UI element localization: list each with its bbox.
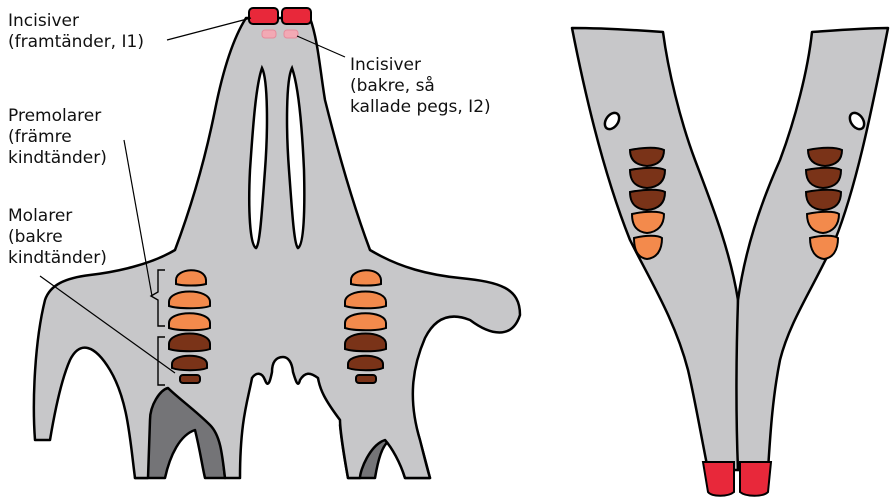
lower-incisor [703, 462, 734, 496]
upper-premolar [345, 292, 386, 309]
lower-incisor [740, 462, 771, 496]
upper-incisor-i2-right [284, 30, 298, 38]
upper-incisor-i2-left [262, 30, 276, 38]
lower-molar [630, 148, 664, 166]
upper-molar [172, 356, 207, 371]
upper-molar [345, 334, 386, 352]
label-premolars: Premolarer (främre kindtänder) [8, 106, 107, 169]
upper-molar [348, 356, 383, 371]
upper-premolar [176, 270, 206, 285]
upper-molar [169, 334, 210, 352]
lower-jaw [572, 28, 888, 496]
label-molars: Molarer (bakre kindtänder) [8, 206, 107, 269]
lower-molar [808, 148, 842, 166]
upper-incisor-i1-right [282, 8, 311, 24]
upper-premolar [351, 270, 381, 285]
upper-premolar [345, 313, 386, 330]
upper-incisor-i1-left [249, 8, 278, 24]
upper-molar [356, 375, 376, 383]
upper-premolar [169, 292, 210, 309]
upper-premolar [169, 313, 210, 330]
label-incisors-i1: Incisiver (framtänder, I1) [8, 11, 144, 53]
upper-molar [180, 375, 200, 383]
label-incisors-i2: Incisiver (bakre, så kallade pegs, I2) [350, 55, 491, 118]
